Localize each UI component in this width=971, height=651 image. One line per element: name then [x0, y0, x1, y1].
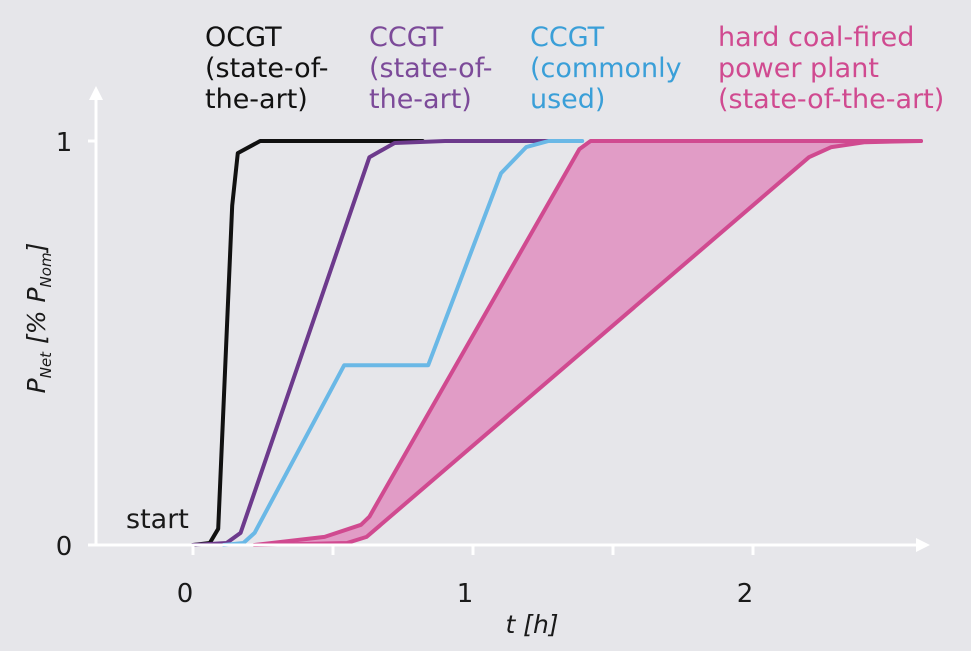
ccgt-sota-label-line: the-art) [369, 84, 472, 115]
hard-coal-lower-line [252, 139, 923, 547]
x-tick-group: 0 1 2 [177, 545, 755, 609]
ocgt-label-line: the-art) [205, 84, 308, 115]
y-axis-title: PNet [% PNom] [22, 243, 55, 394]
y-tick-group: 01 [56, 128, 96, 562]
y-axis-title-main: P [22, 377, 51, 393]
ccgt-sota-label-line: CCGT [369, 22, 444, 53]
band-layer [252, 139, 923, 547]
hard-coal-label-line: power plant [718, 53, 879, 84]
x-tick-label: 0 [177, 579, 194, 609]
ccgt-common-line [221, 139, 585, 547]
ccgt-sota-label: CCGT(state-of-the-art) [369, 22, 492, 115]
x-axis-arrowhead [916, 538, 930, 552]
y-axis-arrowhead [89, 86, 103, 100]
series-label-layer: OCGT(state-of-the-art)CCGT(state-of-the-… [205, 22, 944, 115]
x-tick-label: 2 [737, 579, 754, 609]
ccgt-common-label-line: used) [530, 84, 605, 115]
hard-coal-band-fill [254, 141, 922, 545]
y-axis-title-main-sub: Net [37, 351, 55, 378]
ocgt-label: OCGT(state-of-the-art) [205, 22, 328, 115]
ccgt-common-label-line: (commonly [530, 53, 682, 84]
y-axis-title-unit-sub: Nom [37, 252, 55, 287]
y-axis-title-unit-open: [% P [22, 287, 51, 352]
ocgt-label-line: (state-of- [205, 53, 328, 84]
ocgt-label-line: OCGT [205, 22, 282, 53]
ccgt-sota-label-line: (state-of- [369, 53, 492, 84]
hard-coal-upper-line [252, 139, 923, 547]
x-tick-label: 1 [457, 579, 474, 609]
ccgt-common-label-line: CCGT [530, 22, 605, 53]
y-axis-title-unit-close: ] [22, 243, 51, 254]
start-annotation: start [126, 504, 189, 535]
y-tick-label: 0 [56, 532, 73, 562]
y-tick-label: 1 [56, 128, 73, 158]
x-axis-title: t [h] [505, 610, 558, 639]
hard-coal-label-line: (state-of-the-art) [718, 84, 944, 115]
series-layer [191, 139, 585, 547]
hard-coal-label-line: hard coal-fired [718, 22, 914, 53]
